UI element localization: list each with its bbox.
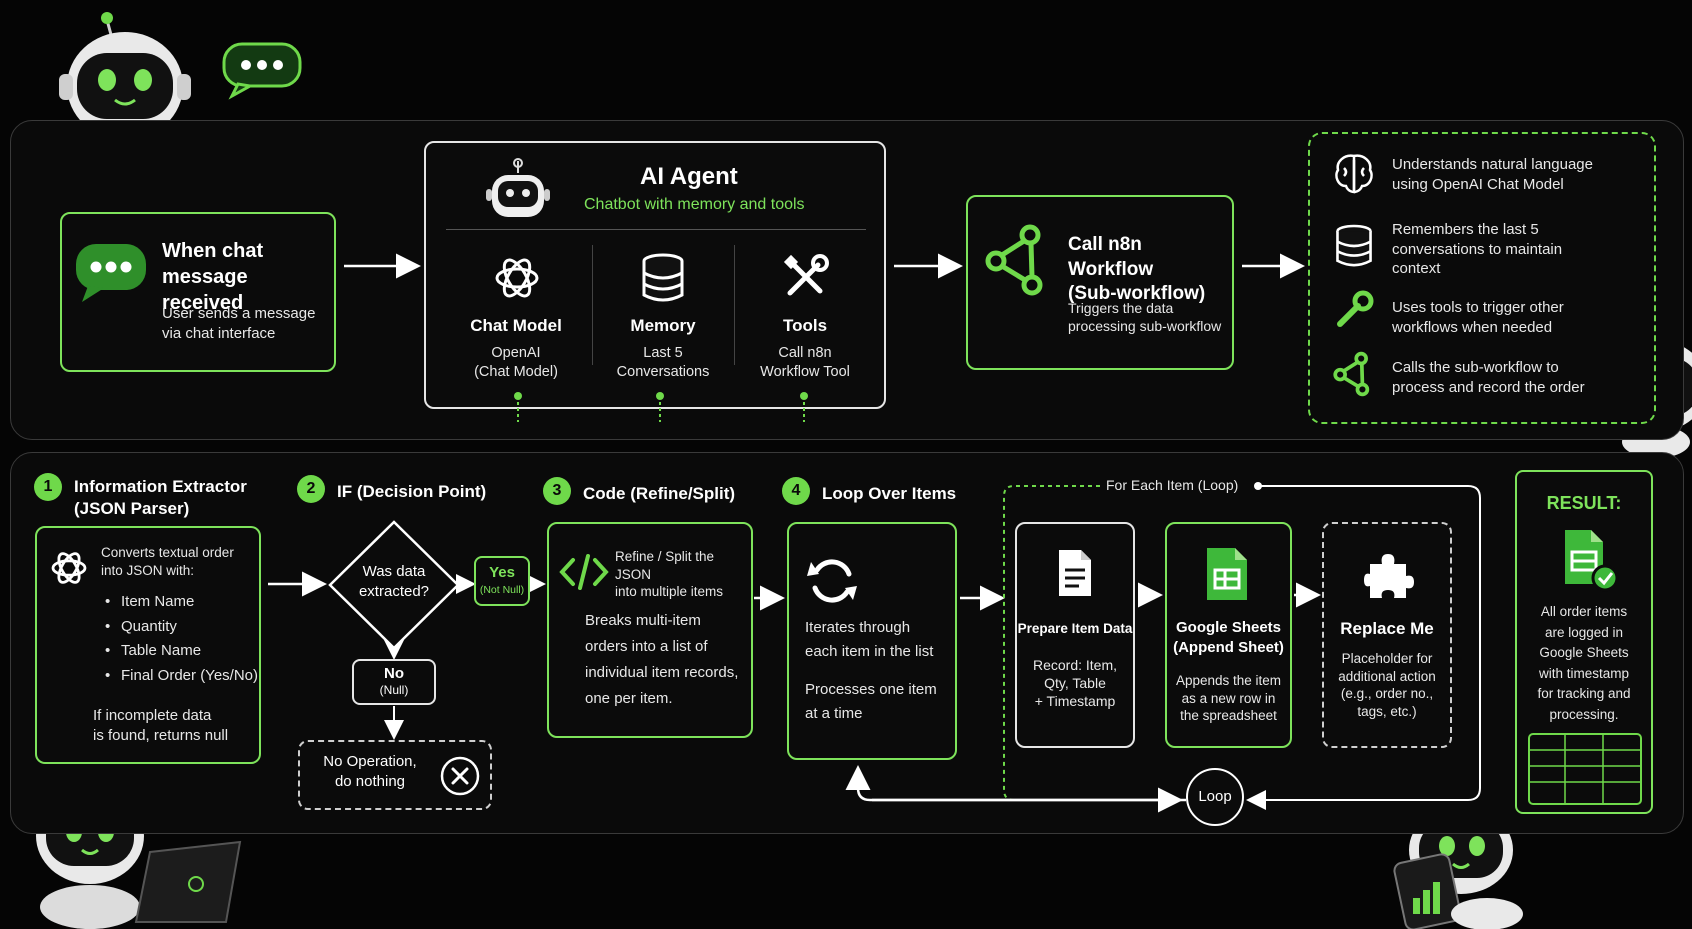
noop-label: No Operation, do nothing [323,753,417,790]
no-branch-badge[interactable]: No (Null) [352,659,436,705]
tools-icon [783,254,829,296]
workflow-icon [1333,351,1370,397]
speech-bubble-icon [222,42,302,100]
summary-text: Remembers the last 5 conversations to ma… [1392,221,1563,277]
summary-text: Uses tools to trigger other workflows wh… [1392,299,1564,336]
decision-question: Was data extracted? [358,563,430,600]
openai-icon [495,258,539,298]
replace-title: Replace Me [1340,619,1434,638]
memory-desc: Last 5 Conversations [616,345,710,380]
summary-text: Understands natural language using OpenA… [1392,156,1593,193]
agent-subtitle: Chatbot with memory and tools [584,196,805,213]
summary-panel [1308,132,1656,424]
chat-model-desc: OpenAI (Chat Model) [474,345,558,380]
openai-icon [51,552,87,584]
sheets-icon [1207,548,1247,600]
brain-icon [1335,154,1373,194]
refresh-icon [807,559,857,603]
extractor-field: Final Order (Yes/No) [105,664,258,689]
loop-desc-1: Iterates through each item in the list [805,619,934,660]
google-sheets-node[interactable]: Google Sheets (Append Sheet) Appends the… [1165,522,1292,748]
for-each-frame [1246,485,1481,810]
code-head: Refine / Split the JSON into multiple it… [615,549,724,600]
robot-icon [486,158,550,217]
result-title: RESULT: [1546,493,1622,513]
result-desc: All order items are logged in Google She… [1537,604,1631,722]
prepare-item-node[interactable]: Prepare Item Data Record: Item, Qty, Tab… [1015,522,1135,748]
extractor-field: Quantity [105,615,258,640]
for-each-label: For Each Item (Loop) [1106,477,1239,493]
loop-label: Loop [1198,788,1232,805]
ai-agent-node[interactable]: AI Agent Chatbot with memory and tools C… [424,141,886,409]
summary-text: Calls the sub-workflow to process and re… [1392,359,1585,396]
connector-dot [514,392,522,400]
replace-desc: Placeholder for additional action (e.g.,… [1338,651,1436,719]
subworkflow-node[interactable]: Call n8n Workflow (Sub-workflow) Trigger… [966,195,1234,370]
agent-divider [446,229,866,230]
module-divider [592,245,593,365]
wrench-icon [1337,290,1374,327]
document-icon [1059,550,1091,596]
prepare-title: Prepare Item Data [1017,621,1133,636]
step-label: Loop Over Items [822,484,957,503]
code-icon [559,554,609,590]
memory-title: Memory [630,316,696,335]
subworkflow-title: Call n8n Workflow (Sub-workflow) [1068,234,1206,305]
extractor-field-list: Item Name Quantity Table Name Final Orde… [105,590,258,688]
code-node[interactable]: Refine / Split the JSON into multiple it… [547,522,753,738]
loop-over-items-node[interactable]: Iterates through each item in the list P… [787,522,957,760]
step-number: 3 [543,477,571,505]
step-number: 2 [297,475,325,503]
sheets-title: Google Sheets (Append Sheet) [1173,619,1284,656]
agent-title: AI Agent [640,163,738,190]
no-label: No [384,665,404,682]
step-label: Code (Refine/Split) [583,484,736,503]
connector-dot [1254,482,1262,490]
connector-dot [800,392,808,400]
workflow-icon [985,224,1043,296]
step-label: IF (Decision Point) [337,482,487,501]
no-sublabel: (Null) [379,683,409,697]
chat-model-title: Chat Model [470,316,562,335]
loop-node[interactable]: Loop [1186,768,1244,826]
step-number: 1 [34,473,62,501]
information-extractor-node[interactable]: Converts textual order into JSON with: I… [35,526,261,764]
loop-back-arrow [845,765,1186,802]
replace-me-node[interactable]: Replace Me Placeholder for additional ac… [1322,522,1452,748]
extractor-intro: Converts textual order into JSON with: [101,545,234,578]
chat-trigger-node[interactable]: When chat message received User sends a … [60,212,336,372]
extractor-field: Table Name [105,639,258,664]
yes-sublabel: (Not Null) [479,584,525,596]
yes-label: Yes [489,564,515,581]
module-divider [734,245,735,365]
connector-dot [656,392,664,400]
sheets-desc: Appends the item as a new row in the spr… [1175,673,1282,724]
tools-title: Tools [782,316,828,335]
close-circle-icon [440,756,480,796]
trigger-title: When chat message received [162,240,264,314]
decision-diamond[interactable] [328,520,460,650]
tools-desc: Call n8n Workflow Tool [760,345,850,380]
sheets-check-icon [1565,530,1619,592]
puzzle-icon [1364,554,1414,598]
no-operation-node[interactable]: No Operation, do nothing [298,740,492,810]
loop-desc-2: Processes one item at a time [805,681,937,722]
database-icon [642,253,684,302]
trigger-subtitle: User sends a message via chat interface [162,305,316,342]
step-label: Information Extractor (JSON Parser) [74,477,247,519]
yes-branch-badge[interactable]: Yes (Not Null) [474,556,530,606]
code-desc: Breaks multi-item orders into a list of … [585,612,739,707]
database-icon [1336,224,1372,267]
chat-bubble-icon [76,244,146,302]
subworkflow-desc: Triggers the data processing sub-workflo… [1068,300,1222,335]
extractor-field: Item Name [105,590,258,615]
prepare-desc: Record: Item, Qty, Table + Timestamp [1032,657,1118,710]
extractor-note: If incomplete data is found, returns nul… [93,707,229,744]
result-panel: RESULT: All order items are logged in Go… [1515,470,1653,814]
step-number: 4 [782,477,810,505]
spreadsheet-grid-icon [1528,733,1642,805]
